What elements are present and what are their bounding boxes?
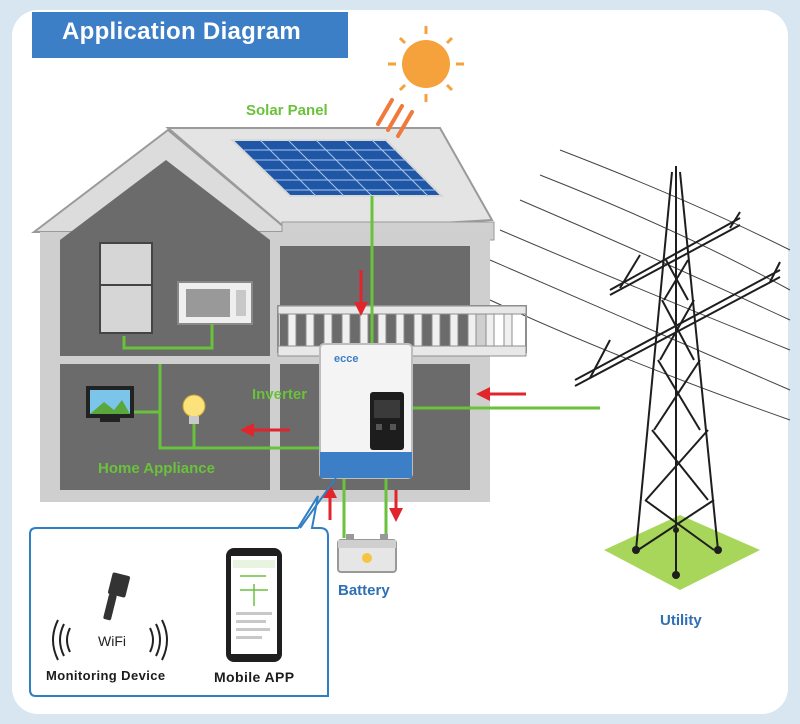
- title-tab: [32, 12, 348, 58]
- attic-interior: [60, 160, 270, 240]
- mobile-phone-icon: [226, 548, 282, 662]
- monitoring-bubble: [29, 495, 329, 697]
- utility-tower: [574, 166, 781, 590]
- sun: [376, 26, 464, 138]
- monitoring-device-label: Monitoring Device: [46, 668, 166, 683]
- utility-label: Utility: [660, 612, 702, 629]
- page-title: Application Diagram: [62, 18, 302, 45]
- home-appliance-label: Home Appliance: [98, 460, 215, 477]
- monitoring-device-icon: [103, 572, 130, 621]
- inverter-label: Inverter: [252, 386, 308, 403]
- inverter: ecce: [319, 343, 413, 479]
- monitoring-connector: [299, 477, 337, 529]
- solar-panel: [229, 139, 445, 197]
- mobile-app-label: Mobile APP: [214, 669, 295, 685]
- light-bulb: [182, 394, 206, 424]
- battery: [337, 534, 397, 573]
- connection-lines: [122, 196, 600, 538]
- wifi-waves-icon: [52, 619, 168, 661]
- flow-arrows: [240, 270, 526, 522]
- wifi-label: WiFi: [98, 633, 126, 649]
- floor-divider: [60, 356, 470, 364]
- inverter-brand: ecce: [334, 353, 358, 365]
- power-lines: [489, 149, 791, 421]
- window: [99, 242, 153, 334]
- house: [31, 127, 527, 502]
- battery-label: Battery: [338, 582, 390, 599]
- solar-panel-label: Solar Panel: [246, 102, 328, 119]
- left-room: [60, 240, 270, 490]
- tower-ground: [604, 515, 760, 590]
